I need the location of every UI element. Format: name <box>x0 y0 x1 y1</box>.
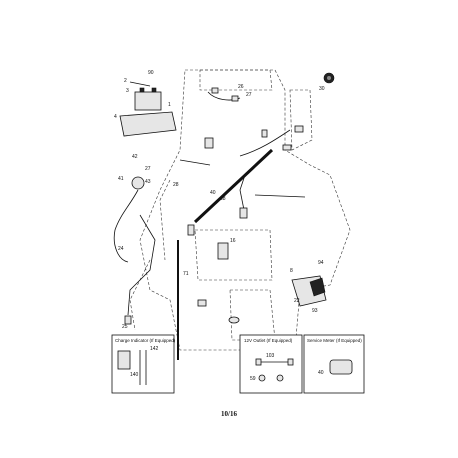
top-harness: 26 27 <box>207 84 252 102</box>
svg-text:71: 71 <box>183 271 189 277</box>
svg-text:59: 59 <box>250 376 256 382</box>
main-harness: 40 38 <box>179 137 306 224</box>
right-connectors <box>239 125 304 157</box>
svg-text:Charge Indicator (If Equipped): Charge Indicator (If Equipped) <box>115 338 176 343</box>
svg-text:1: 1 <box>168 102 171 108</box>
svg-text:Service Meter (If Equipped): Service Meter (If Equipped) <box>307 338 362 343</box>
ignition-switch: 30 <box>319 72 335 92</box>
svg-text:142: 142 <box>150 346 159 352</box>
svg-text:22: 22 <box>294 298 300 304</box>
page-number: 10/16 <box>221 410 237 418</box>
svg-text:24: 24 <box>118 246 124 252</box>
right-bracket: 94 22 93 8 <box>290 260 327 314</box>
inset-charge-indicator: Charge Indicator (If Equipped) 142 140 <box>111 334 176 394</box>
solenoid-group: 42 27 41 43 28 24 25 <box>113 154 179 330</box>
battery-group: 90 2 3 4 1 <box>114 70 177 137</box>
svg-text:30: 30 <box>319 86 325 92</box>
svg-text:42: 42 <box>132 154 138 160</box>
inset-12v-outlet: 12V Outlet (If Equipped) 103 59 <box>239 334 303 394</box>
svg-text:40: 40 <box>210 190 216 196</box>
battery-tray <box>119 111 177 137</box>
svg-text:40: 40 <box>318 370 324 376</box>
svg-text:4: 4 <box>114 114 117 120</box>
lower-left-harness: 71 <box>177 224 207 360</box>
svg-text:16: 16 <box>230 238 236 244</box>
svg-text:103: 103 <box>266 353 275 359</box>
inset-service-meter: Service Meter (If Equipped) 40 <box>303 334 365 394</box>
svg-text:94: 94 <box>318 260 324 266</box>
svg-text:8: 8 <box>290 268 293 274</box>
top-connector-2 <box>231 95 239 102</box>
svg-text:28: 28 <box>173 182 179 188</box>
svg-text:2: 2 <box>124 78 127 84</box>
svg-text:90: 90 <box>148 70 154 76</box>
center-part-16: 16 <box>217 238 236 260</box>
svg-text:27: 27 <box>145 166 151 172</box>
top-connector <box>211 87 219 94</box>
svg-text:41: 41 <box>118 176 124 182</box>
svg-text:25: 25 <box>122 324 128 330</box>
svg-text:93: 93 <box>312 308 318 314</box>
battery <box>134 91 162 111</box>
svg-text:27: 27 <box>246 92 252 98</box>
svg-text:43: 43 <box>145 179 151 185</box>
center-small-part <box>228 316 240 324</box>
svg-text:140: 140 <box>130 372 139 378</box>
svg-text:12V Outlet (If Equipped): 12V Outlet (If Equipped) <box>244 338 293 343</box>
svg-text:38: 38 <box>220 196 226 202</box>
svg-text:3: 3 <box>126 88 129 94</box>
svg-text:26: 26 <box>238 84 244 90</box>
